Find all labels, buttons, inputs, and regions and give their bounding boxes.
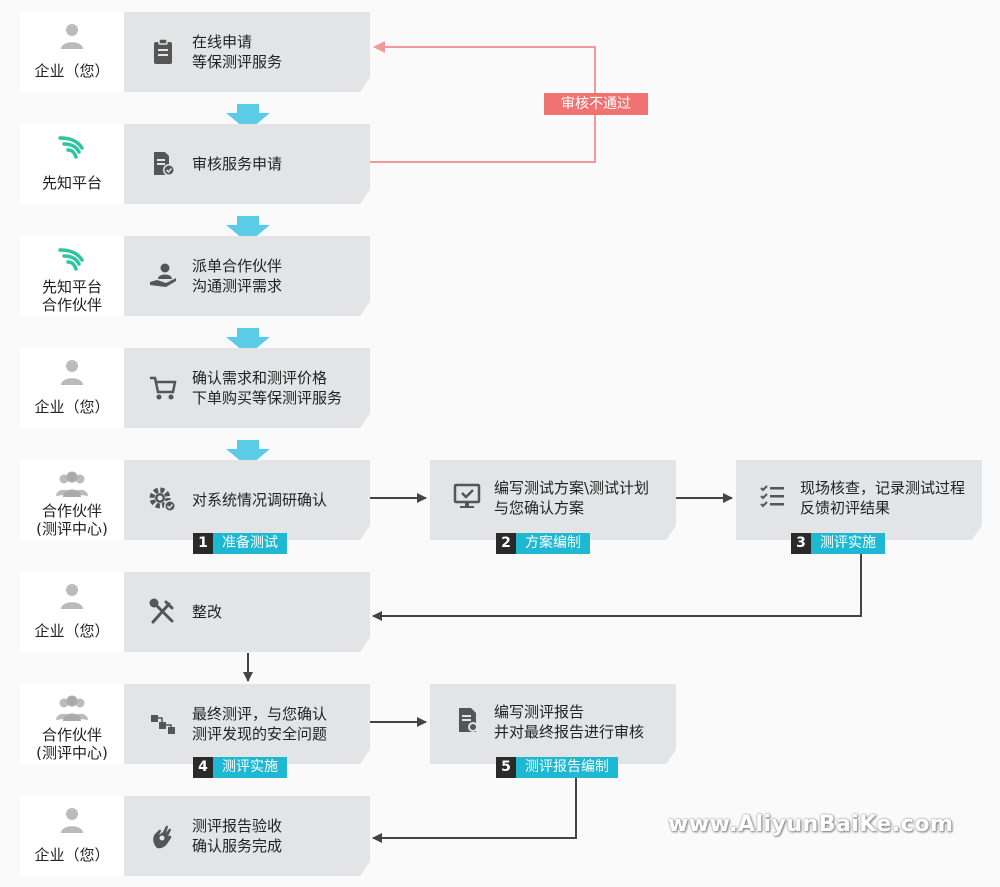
group-icon xyxy=(20,470,124,498)
action-cell: 对系统情况调研确认 xyxy=(124,460,370,540)
monitor-check-icon xyxy=(452,482,482,510)
watermark: www.AliyunBaiKe.com xyxy=(668,812,954,837)
group-icon xyxy=(20,694,124,722)
role-label: 合作伙伴 xyxy=(41,296,102,314)
action-cell: 在线申请等保测评服务 xyxy=(124,12,370,92)
action-text: 沟通测评需求 xyxy=(192,277,283,295)
reject-label: 审核不通过 xyxy=(544,93,648,115)
side-box-onsite: 现场核查，记录测试过程反馈初评结果 xyxy=(736,460,982,540)
role-label: 先知平台 xyxy=(41,174,102,192)
role-label: 企业（您） xyxy=(34,846,110,864)
action-text: 下单购买等保测评服务 xyxy=(192,389,343,407)
user-icon xyxy=(20,582,124,610)
action-cell: 确认需求和测评价格下单购买等保测评服务 xyxy=(124,348,370,428)
document-check-icon xyxy=(148,150,178,178)
role-cell: 合作伙伴(测评中心) xyxy=(20,460,124,540)
user-icon xyxy=(20,22,124,50)
down-arrows xyxy=(226,104,270,467)
action-cell: 派单合作伙伴沟通测评需求 xyxy=(124,236,370,316)
checklist-icon xyxy=(758,482,788,510)
action-cell: 审核服务申请 xyxy=(124,124,370,204)
action-text: 确认服务完成 xyxy=(192,837,283,855)
user-icon xyxy=(20,358,124,386)
role-cell: 企业（您） xyxy=(20,572,124,652)
action-cell: 最终测评，与您确认测评发现的安全问题 xyxy=(124,684,370,764)
role-cell: 企业（您） xyxy=(20,12,124,92)
clipboard-icon xyxy=(148,38,178,66)
xianzhi-logo xyxy=(20,246,124,274)
role-cell: 企业（您） xyxy=(20,796,124,876)
role-cell: 先知平台合作伙伴 xyxy=(20,236,124,316)
action-text: 等保测评服务 xyxy=(192,53,283,71)
tools-icon xyxy=(148,598,178,626)
side-box-report: 编写测评报告并对最终报告进行审核 xyxy=(430,684,676,764)
hand-user-icon xyxy=(148,262,178,290)
action-text: 测评报告验收 xyxy=(192,817,283,835)
role-label: 合作伙伴 xyxy=(41,726,102,744)
report-icon xyxy=(452,706,482,734)
action-text: 确认需求和测评价格 xyxy=(192,369,328,387)
role-label: 合作伙伴 xyxy=(41,502,102,520)
ok-hand-icon xyxy=(148,822,178,850)
action-text: 测评发现的安全问题 xyxy=(192,725,328,743)
side-box-plan: 编写测试方案\测试计划与您确认方案 xyxy=(430,460,676,540)
role-label: (测评中心) xyxy=(36,744,108,762)
role-label: 企业（您） xyxy=(34,62,110,80)
role-label: 企业（您） xyxy=(34,398,110,416)
role-label: (测评中心) xyxy=(36,520,108,538)
gear-check-icon xyxy=(148,486,178,514)
action-cell: 测评报告验收确认服务完成 xyxy=(124,796,370,876)
action-text: 派单合作伙伴 xyxy=(192,257,283,275)
role-cell: 先知平台 xyxy=(20,124,124,204)
xianzhi-logo xyxy=(20,134,124,162)
action-text: 在线申请 xyxy=(192,33,253,51)
role-label: 企业（您） xyxy=(34,622,110,640)
user-icon xyxy=(20,806,124,834)
action-text: 对系统情况调研确认 xyxy=(192,491,328,509)
action-text: 整改 xyxy=(192,603,223,621)
role-cell: 企业（您） xyxy=(20,348,124,428)
flow-icon xyxy=(148,710,178,738)
role-label: 先知平台 xyxy=(41,278,102,296)
cart-icon xyxy=(148,374,178,402)
role-cell: 合作伙伴(测评中心) xyxy=(20,684,124,764)
action-text: 审核服务申请 xyxy=(192,155,283,173)
action-cell: 整改 xyxy=(124,572,370,652)
action-text: 最终测评，与您确认 xyxy=(192,705,328,723)
